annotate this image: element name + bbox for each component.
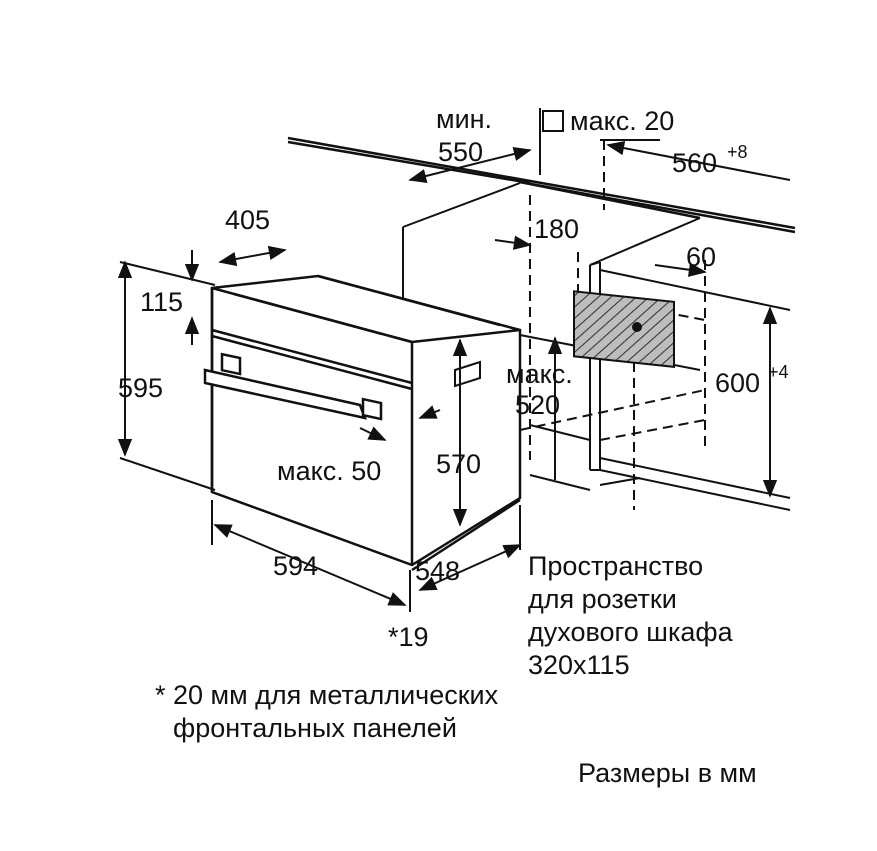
socket-marker (632, 322, 642, 332)
socket-note-line3: духового шкафа (528, 617, 734, 647)
label-600-tolerance: +4 (768, 362, 789, 382)
label-depth-550: 550 (438, 137, 483, 167)
dimension-lines (117, 108, 791, 612)
label-600: 600 (715, 368, 760, 398)
oven (210, 274, 522, 572)
label-min: мин. (436, 104, 492, 134)
label-595: 595 (118, 373, 163, 403)
socket-note-line2: для розетки (528, 584, 677, 614)
label-max-520-a: макс. (506, 359, 573, 389)
socket-note-line4: 320x115 (528, 650, 630, 680)
oven-handle (203, 352, 383, 421)
socket-space (573, 290, 675, 368)
footnote-line2: фронтальных панелей (173, 713, 457, 743)
footnote-line1: * 20 мм для металлических (155, 680, 499, 710)
label-594: 594 (273, 551, 318, 581)
label-60: 60 (686, 242, 716, 272)
label-max-20: макс. 20 (570, 106, 674, 136)
label-570: 570 (436, 449, 481, 479)
label-548: 548 (415, 556, 460, 586)
label-180: 180 (534, 214, 579, 244)
socket-note-line1: Пространство (528, 551, 703, 581)
label-width-560: 560 (672, 148, 717, 178)
label-115: 115 (140, 287, 183, 317)
label-max-520-b: 520 (515, 390, 560, 420)
label-405: 405 (225, 205, 270, 235)
label-width-560-tolerance: +8 (727, 142, 748, 162)
units-note: Размеры в мм (578, 758, 757, 788)
label-max-50: макс. 50 (277, 456, 381, 486)
square-icon (542, 110, 564, 132)
label-19: *19 (388, 622, 429, 652)
